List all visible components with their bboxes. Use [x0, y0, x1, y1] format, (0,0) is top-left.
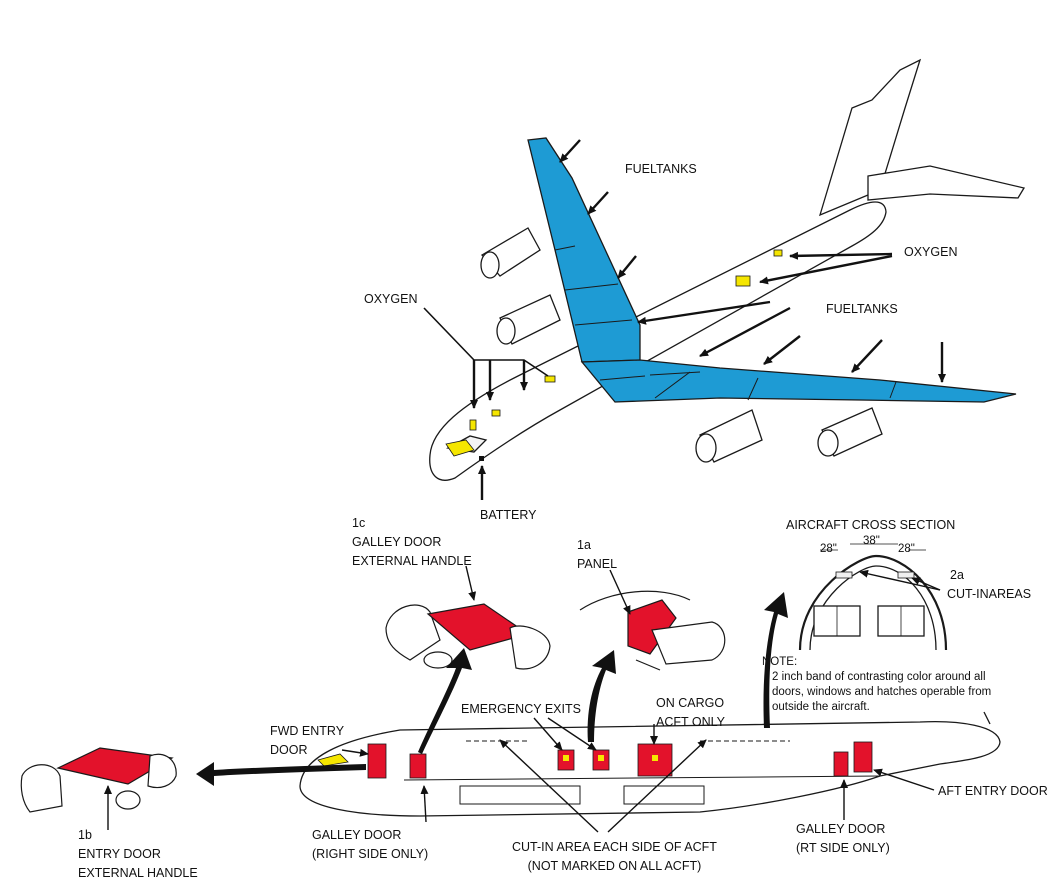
bottom-aircraft — [299, 711, 1001, 817]
note-block: NOTE: 2 inch band of contrasting color a… — [762, 655, 1048, 715]
entry-external-handle-label-line2: ENTRY DOOR — [78, 847, 161, 861]
on-cargo-label-line1: ON CARGO — [656, 696, 725, 710]
dim-38: 38" — [863, 535, 880, 547]
cross-section — [798, 543, 948, 651]
cut-in-each-side-label: CUT-IN AREA EACH SIDE OF ACFT (NOT MARKE… — [512, 838, 717, 876]
cut-in-each-side-label-line2: (NOT MARKED ON ALL ACFT) — [527, 859, 702, 873]
engine-right-inner — [695, 409, 763, 463]
oxygen-markers — [445, 249, 783, 457]
tank-dividers — [554, 245, 897, 401]
aft-entry-door-mark — [853, 741, 873, 773]
right-wing — [580, 359, 1017, 403]
fwd-entry-door-label: FWD ENTRY DOOR — [270, 722, 344, 760]
note-line1: 2 inch band of contrasting color around … — [772, 671, 986, 683]
battery-label: BATTERY — [480, 508, 537, 522]
galley-door-right-label-line2: (RIGHT SIDE ONLY) — [312, 847, 429, 861]
on-cargo-label-line2: ACFT ONLY — [656, 715, 725, 729]
note-line3: outside the aircraft. — [772, 701, 870, 713]
bottom-leaders — [104, 565, 941, 833]
note-heading: NOTE: — [762, 656, 798, 668]
fuel-tanks-label-top: FUELTANKS — [625, 162, 697, 176]
galley-handle-illustration — [385, 603, 551, 670]
panel-label: 1a PANEL — [577, 536, 617, 574]
detail-arrows — [196, 592, 788, 786]
on-cargo-label: ON CARGO ACFT ONLY — [656, 694, 725, 732]
galley-door-mark — [409, 753, 427, 779]
cross-section-title: AIRCRAFT CROSS SECTION — [786, 518, 956, 532]
panel-label-line2: PANEL — [577, 557, 618, 571]
dim-28-left: 28" — [820, 543, 837, 555]
dim-28-right: 28" — [898, 543, 915, 555]
tail-fin-side — [983, 711, 991, 725]
galley-external-handle-label-line3: EXTERNAL HANDLE — [352, 554, 472, 568]
galley-door-right-label: GALLEY DOOR (RIGHT SIDE ONLY) — [312, 826, 428, 864]
top-leaders — [470, 139, 946, 500]
cut-in-areas-label-line2: CUT-INAREAS — [947, 587, 1032, 601]
engine-left-outer — [480, 227, 541, 279]
cut-in-areas-label: 2a CUT-INAREAS — [947, 566, 1032, 604]
fwd-entry-door-label-line1: FWD ENTRY — [270, 724, 345, 738]
engine-left-inner — [496, 294, 561, 345]
entry-external-handle-label: 1b ENTRY DOOR EXTERNAL HANDLE — [78, 826, 198, 883]
fuel-tanks-label-right: FUELTANKS — [826, 302, 898, 316]
top-aircraft — [429, 58, 1026, 481]
note-line2: doors, windows and hatches operable from — [772, 686, 992, 698]
entry-handle-illustration — [20, 747, 177, 813]
galley-door-rt-label: GALLEY DOOR (RT SIDE ONLY) — [796, 820, 890, 858]
battery-marker — [479, 456, 484, 461]
panel-label-line1: 1a — [577, 538, 591, 552]
oxygen-label-left: OXYGEN — [364, 292, 418, 306]
galley-door-right-label-line1: GALLEY DOOR — [312, 828, 402, 842]
left-wing — [527, 137, 641, 363]
entry-external-handle-label-line1: 1b — [78, 828, 92, 842]
galley-door-rt-label-line2: (RT SIDE ONLY) — [796, 841, 890, 855]
entry-external-handle-label-line3: EXTERNAL HANDLE — [78, 866, 198, 880]
fwd-entry-door-label-line2: DOOR — [270, 743, 308, 757]
galley-door-aft-mark — [833, 751, 849, 777]
fwd-entry-door-mark — [367, 743, 387, 779]
engine-right-outer — [817, 407, 883, 457]
horizontal-stabilizer — [867, 165, 1026, 201]
emergency-exits-label: EMERGENCY EXITS — [461, 702, 581, 716]
galley-external-handle-label: 1c GALLEY DOOR EXTERNAL HANDLE — [352, 514, 472, 571]
galley-external-handle-label-line1: 1c — [352, 516, 366, 530]
panel-illustration — [579, 590, 726, 671]
fuselage-top — [429, 201, 887, 481]
aft-entry-door-label: AFT ENTRY DOOR — [938, 784, 1048, 798]
cut-in-each-side-label-line1: CUT-IN AREA EACH SIDE OF ACFT — [512, 840, 717, 854]
oxygen-left-bracket — [423, 307, 549, 377]
galley-door-rt-label-line1: GALLEY DOOR — [796, 822, 886, 836]
cut-in-areas-label-line1: 2a — [950, 568, 964, 582]
galley-external-handle-label-line2: GALLEY DOOR — [352, 535, 442, 549]
oxygen-label-right: OXYGEN — [904, 245, 958, 259]
